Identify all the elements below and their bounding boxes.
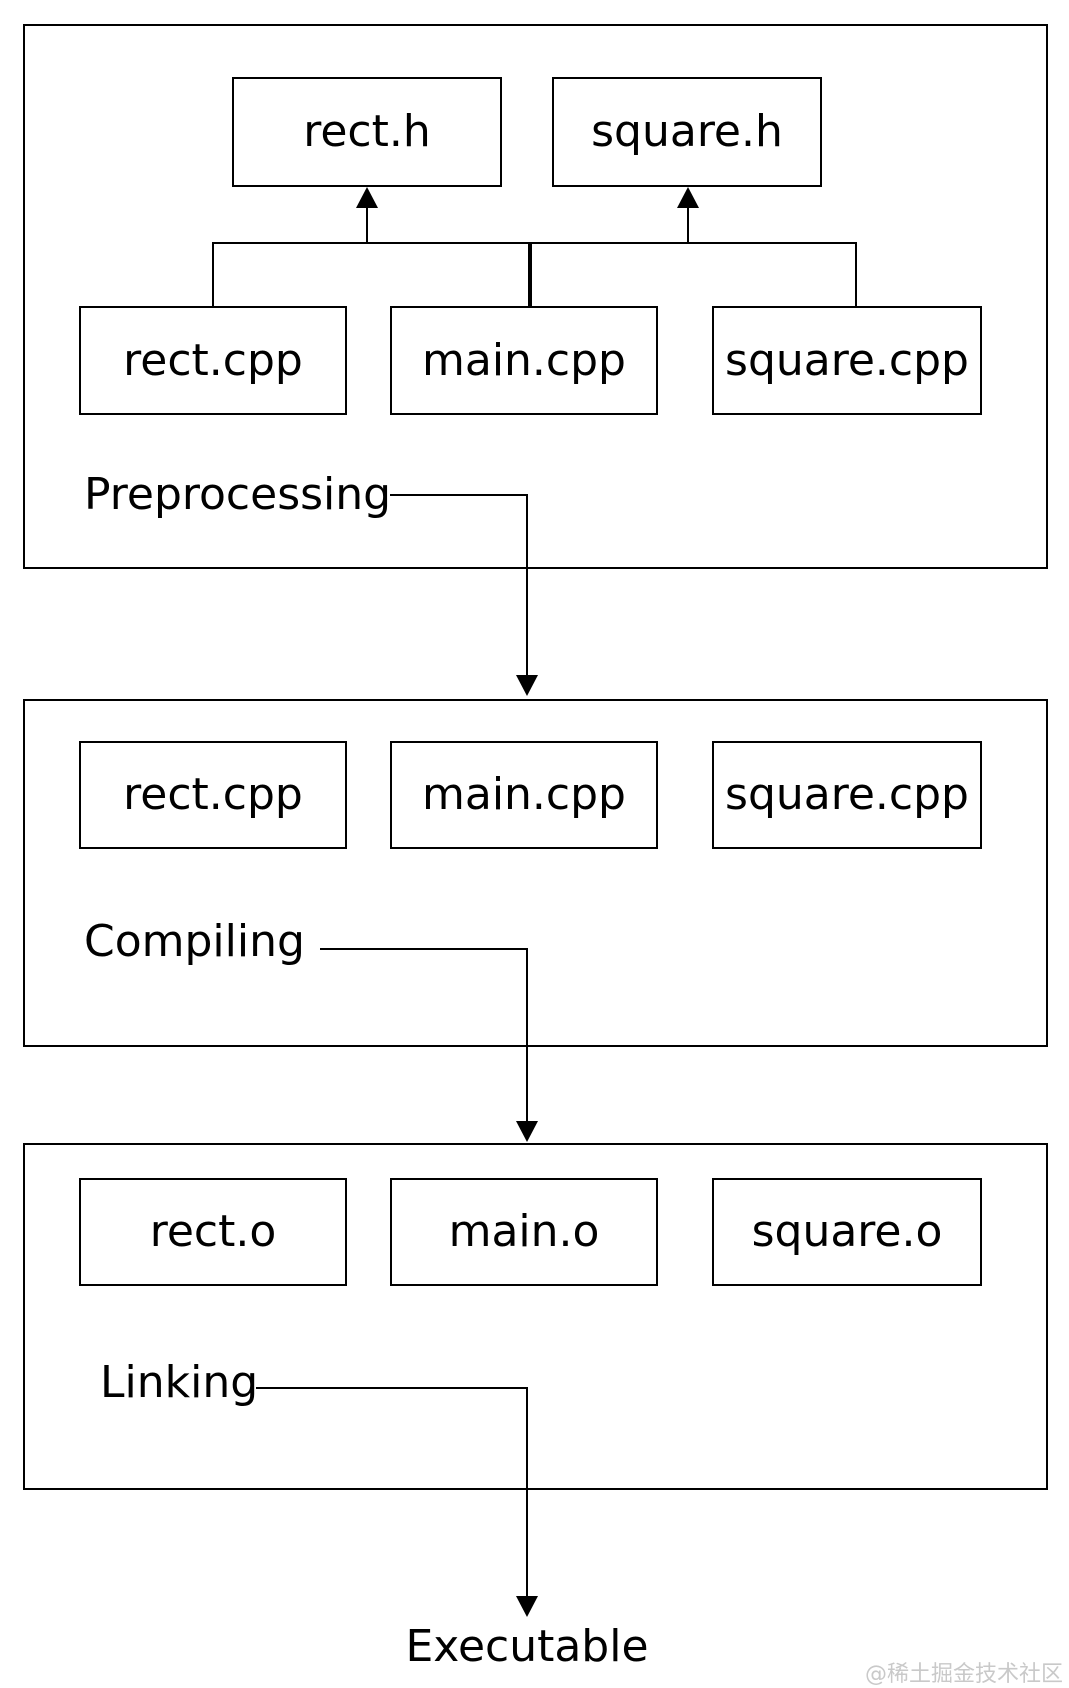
stage-frame-linking: [23, 1143, 1048, 1490]
stage-label-preprocessing: Preprocessing: [84, 469, 392, 520]
node-rect-o: rect.o: [79, 1178, 347, 1286]
node-square-o: square.o: [712, 1178, 982, 1286]
watermark-text: @稀土掘金技术社区: [864, 1662, 1063, 1687]
stage-label-linking: Linking: [100, 1357, 259, 1408]
node-rect-cpp-stage2: rect.cpp: [79, 741, 347, 849]
node-main-cpp-stage1-label: main.cpp: [422, 334, 626, 386]
node-main-cpp-stage2: main.cpp: [390, 741, 658, 849]
node-main-o: main.o: [390, 1178, 658, 1286]
node-square-cpp-stage1-label: square.cpp: [725, 334, 969, 386]
node-square-h-label: square.h: [591, 106, 783, 157]
node-square-cpp-stage2-label: square.cpp: [725, 769, 969, 820]
node-rect-cpp-stage2-label: rect.cpp: [123, 769, 303, 820]
node-square-cpp-stage1: square.cpp: [712, 306, 982, 415]
stage-frame-preprocessing: [23, 24, 1048, 569]
node-rect-cpp-stage1: rect.cpp: [79, 306, 347, 415]
node-square-cpp-stage2: square.cpp: [712, 741, 982, 849]
node-main-cpp-stage1: main.cpp: [390, 306, 658, 415]
node-square-h: square.h: [552, 77, 822, 187]
down-arrow-icon: [516, 1121, 538, 1142]
stage-label-compiling: Compiling: [84, 916, 305, 967]
down-arrow-icon: [516, 1596, 538, 1617]
node-rect-cpp-stage1-label: rect.cpp: [123, 334, 303, 386]
node-main-cpp-stage2-label: main.cpp: [422, 769, 626, 820]
node-square-o-label: square.o: [751, 1206, 943, 1257]
node-rect-h: rect.h: [232, 77, 502, 187]
node-main-o-label: main.o: [448, 1206, 600, 1257]
down-arrow-icon: [516, 675, 538, 696]
node-rect-h-label: rect.h: [303, 106, 431, 157]
stage-frame-compiling: [23, 699, 1048, 1047]
executable-label: Executable: [405, 1621, 649, 1672]
node-rect-o-label: rect.o: [149, 1206, 277, 1257]
